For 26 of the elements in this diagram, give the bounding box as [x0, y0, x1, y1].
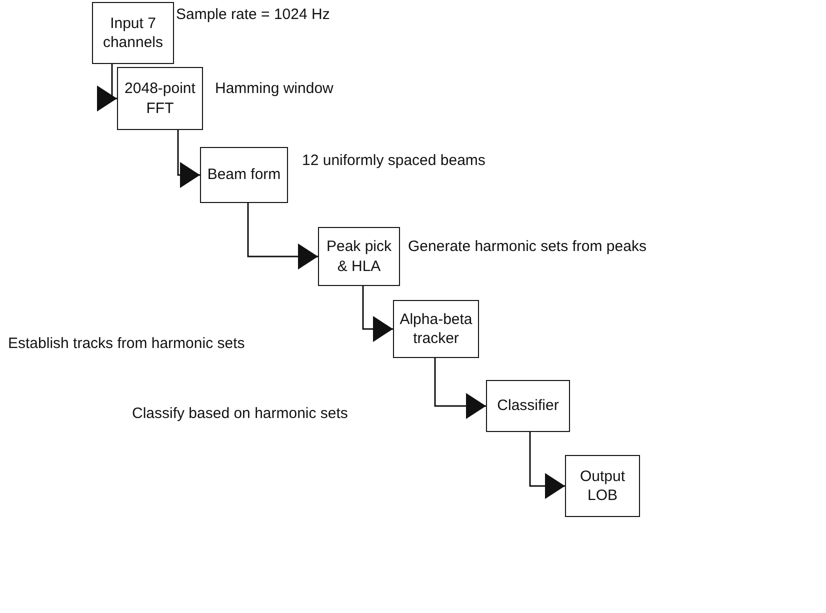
- step-note: Sample rate = 1024 Hz: [176, 6, 330, 23]
- process-box: [92, 2, 174, 64]
- step-note: Hamming window: [215, 80, 334, 97]
- box-label: Output LOB: [578, 466, 626, 506]
- connector-arrow: [97, 64, 117, 112]
- box-label: Input 7 channels: [102, 14, 164, 52]
- process-box: [486, 380, 570, 432]
- connector-arrow: [529, 432, 565, 499]
- connector-arrow: [362, 286, 393, 342]
- step-note: Establish tracks from harmonic sets: [8, 335, 245, 352]
- connector-arrow: [434, 358, 486, 419]
- process-box: [200, 147, 288, 203]
- connector-arrow: [247, 203, 318, 270]
- process-box: [117, 67, 203, 130]
- connector-arrow: [177, 130, 200, 188]
- box-label: Classifier: [497, 396, 559, 416]
- step-note: 12 uniformly spaced beams: [302, 152, 486, 169]
- box-label: 2048-point FFT: [124, 79, 196, 118]
- box-label: Alpha-beta tracker: [398, 310, 474, 348]
- box-label: Peak pick & HLA: [325, 237, 393, 276]
- box-label: Beam form: [207, 165, 281, 185]
- process-box: [318, 227, 400, 286]
- process-box: [393, 300, 479, 358]
- process-box: [565, 455, 640, 517]
- step-note: Generate harmonic sets from peaks: [408, 238, 646, 255]
- step-note: Classify based on harmonic sets: [132, 405, 348, 422]
